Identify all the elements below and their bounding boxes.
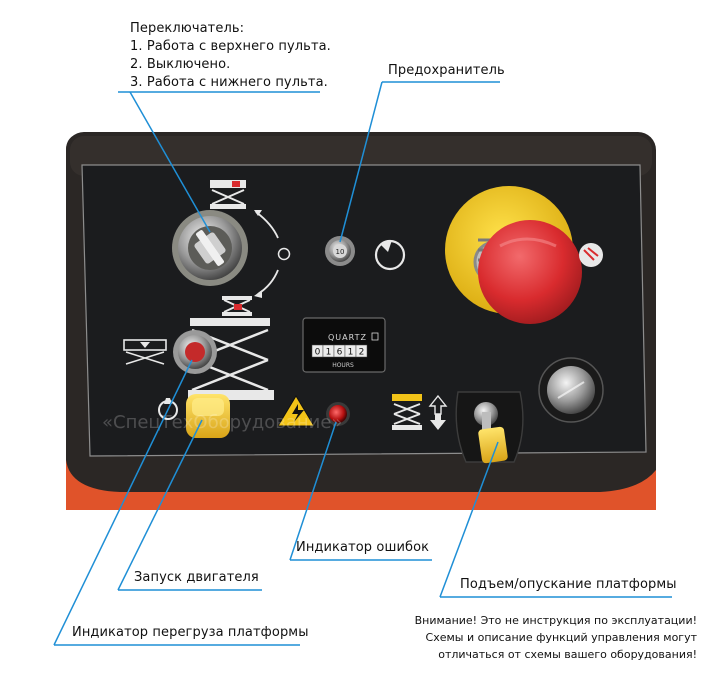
hour-digit: 2 bbox=[359, 348, 365, 358]
overload-indicator-lamp bbox=[173, 330, 217, 374]
leader-line-fuse bbox=[339, 81, 383, 243]
notice-line: Схемы и описание функций управления могу… bbox=[425, 631, 697, 644]
emergency-stop-button[interactable] bbox=[445, 186, 582, 324]
leader-line-overload bbox=[53, 359, 193, 646]
notice-line: отличаться от схемы вашего оборудования! bbox=[438, 648, 697, 661]
hour-meter: QUARTZ 0 1 6 1 2 HOURS bbox=[302, 317, 386, 373]
switch-callout-title: Переключатель: bbox=[130, 21, 245, 36]
fuse-callout: Предохранитель bbox=[388, 63, 505, 78]
switch-callout-item: 3. Работа с нижнего пульта. bbox=[130, 75, 328, 90]
leader-line-error bbox=[289, 421, 337, 561]
hour-meter-unit: HOURS bbox=[332, 362, 354, 369]
watermark: «СпецТехОборудование» bbox=[102, 412, 342, 433]
engine-start-callout: Запуск двигателя bbox=[134, 570, 259, 585]
leader-line-engine bbox=[117, 419, 203, 591]
leader-line-lift bbox=[439, 441, 499, 598]
platform-lift-callout: Подъем/опускание платформы bbox=[460, 577, 677, 592]
up-down-arrows-icon bbox=[428, 394, 448, 430]
upper-console-pictogram bbox=[210, 180, 246, 209]
lift-pictogram bbox=[188, 318, 274, 400]
engine-start-icon bbox=[158, 398, 178, 420]
engine-start-button[interactable] bbox=[186, 394, 230, 438]
warning-icon bbox=[277, 395, 315, 427]
switch-position-arrows bbox=[254, 210, 291, 298]
overload-indicator-callout: Индикатор перегруза платформы bbox=[72, 625, 309, 640]
hour-meter-brand: QUARTZ bbox=[328, 333, 367, 342]
leader-lines bbox=[53, 81, 499, 646]
leader-underlines bbox=[54, 81, 672, 646]
power-icon bbox=[579, 243, 603, 267]
hour-digit: 0 bbox=[315, 348, 321, 358]
fuse-marking: 10 bbox=[336, 248, 345, 256]
hour-digit: 1 bbox=[326, 348, 332, 358]
overload-pictogram bbox=[123, 339, 167, 365]
error-indicator-lamp bbox=[326, 402, 350, 426]
platform-lift-pictogram bbox=[392, 394, 422, 430]
leader-line-switch bbox=[129, 91, 211, 233]
hour-digit: 6 bbox=[337, 348, 343, 358]
hour-digit: 1 bbox=[348, 348, 354, 358]
chrome-button[interactable] bbox=[538, 357, 604, 423]
reset-icon bbox=[374, 239, 406, 271]
notice-line: Внимание! Это не инструкция по эксплуата… bbox=[414, 614, 697, 627]
switch-callout-item: 1. Работа с верхнего пульта. bbox=[130, 39, 331, 54]
lower-console-pictogram bbox=[222, 296, 252, 316]
error-indicator-callout: Индикатор ошибок bbox=[296, 540, 430, 555]
key-selector-switch[interactable] bbox=[172, 210, 248, 286]
fuse[interactable]: 10 bbox=[325, 236, 355, 266]
switch-callout-item: 2. Выключено. bbox=[130, 57, 231, 72]
platform-lift-toggle[interactable] bbox=[455, 391, 524, 464]
